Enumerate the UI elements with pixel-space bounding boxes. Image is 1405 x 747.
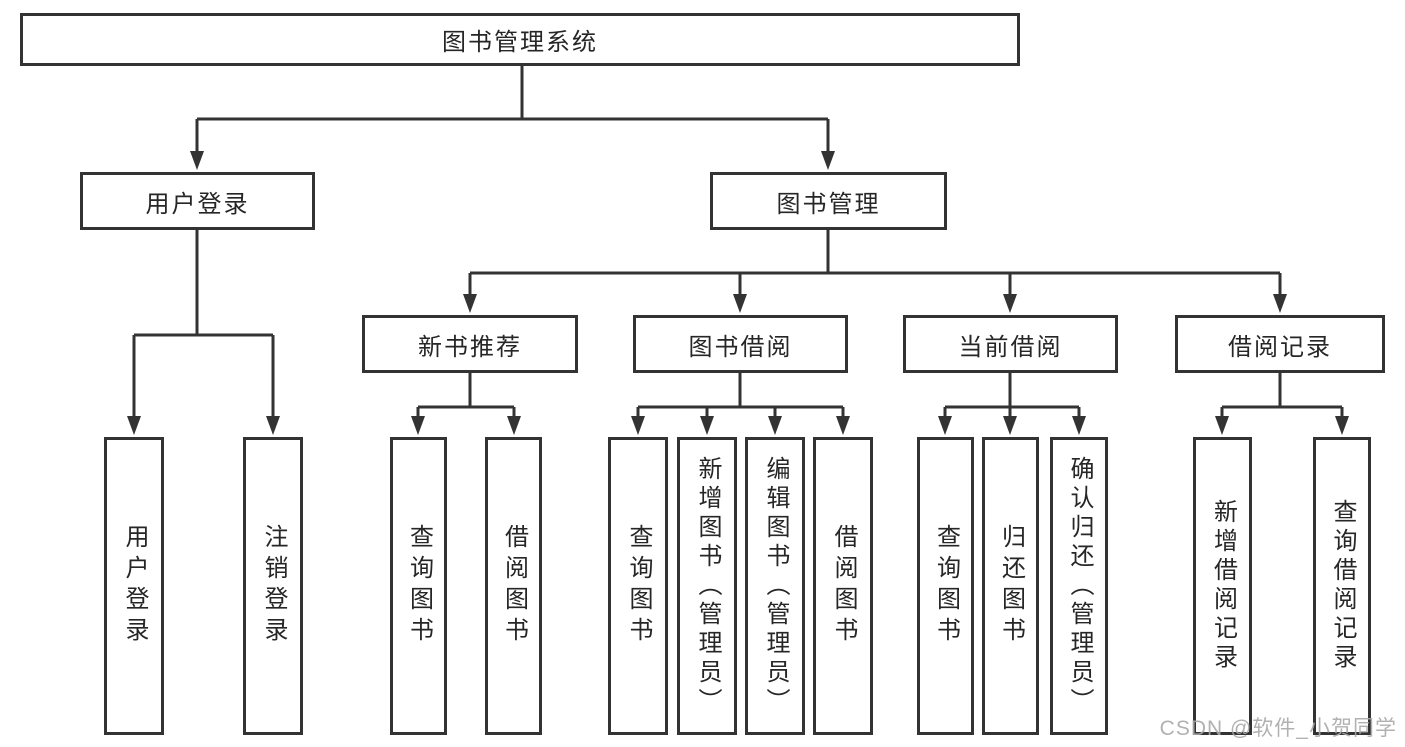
node-book-management-system: 图书管理系统 (20, 13, 1020, 66)
connector-root-to-level2 (190, 66, 835, 170)
connector-login-group-to-leaves (127, 230, 280, 435)
connector-record-group-to-leaves (1215, 373, 1349, 435)
connector-rec-group-to-leaves (411, 373, 521, 435)
node-records-add-record: 新增借阅记录 (1193, 437, 1252, 735)
node-records-query-record: 查询借阅记录 (1313, 437, 1371, 735)
connector-mgmt-group-to-level3 (463, 230, 1287, 313)
node-logout: 注销登录 (243, 437, 303, 735)
node-current-query-books: 查询图书 (917, 437, 974, 735)
node-borrow-query-books: 查询图书 (608, 437, 668, 735)
node-book-borrow: 图书借阅 (633, 315, 848, 373)
node-borrow-edit-books-admin: 编辑图书（管理员） (745, 437, 805, 735)
node-user-login: 用户登录 (104, 437, 164, 735)
connector-current-group-to-leaves (938, 373, 1086, 435)
node-current-confirm-return-admin: 确认归还（管理员） (1050, 437, 1108, 735)
node-rec-query-books: 查询图书 (390, 437, 447, 735)
node-borrow-borrow-books: 借阅图书 (813, 437, 873, 735)
node-borrow-add-books-admin: 新增图书（管理员） (677, 437, 737, 735)
node-borrow-records: 借阅记录 (1175, 315, 1385, 373)
node-rec-borrow-books: 借阅图书 (485, 437, 542, 735)
csdn-watermark: CSDN @软件_小贺同学 (1159, 717, 1397, 740)
node-current-borrow: 当前借阅 (903, 315, 1118, 373)
node-new-book-recommend: 新书推荐 (362, 315, 578, 373)
node-user-login-group: 用户登录 (80, 172, 315, 230)
node-book-management-group: 图书管理 (710, 172, 947, 230)
connector-borrow-group-to-leaves (631, 373, 850, 435)
node-current-return-books: 归还图书 (982, 437, 1039, 735)
